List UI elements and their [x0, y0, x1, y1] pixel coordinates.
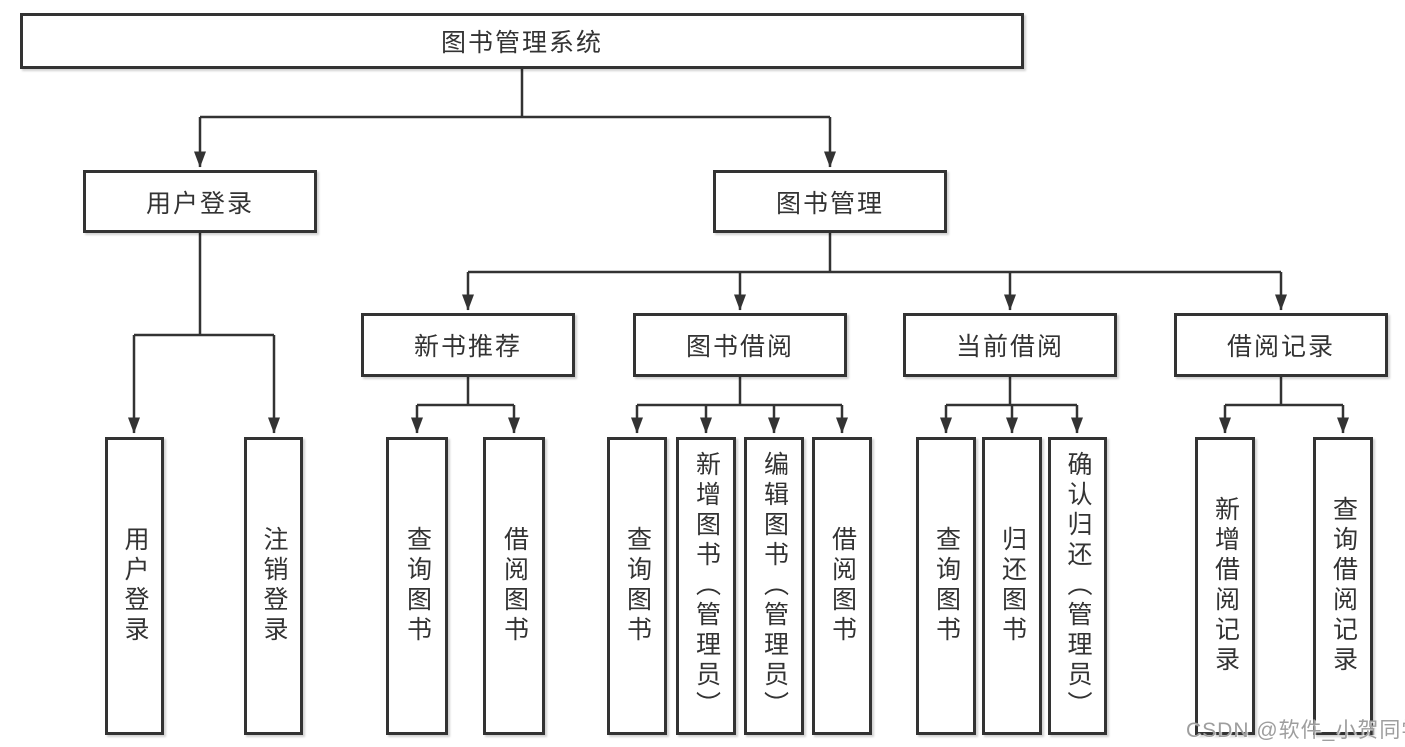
- node-new-book-recommend: 新书推荐: [361, 313, 575, 377]
- connector-new-book-recommend-children: [417, 377, 514, 407]
- leaf-borrow-books: 借阅图书: [812, 437, 872, 735]
- leaf-logout: 注销登录: [244, 437, 303, 735]
- leaf-query-borrow-record: 查询借阅记录: [1313, 437, 1373, 735]
- node-user-login: 用户登录: [83, 170, 317, 233]
- node-label: 归还图书: [998, 526, 1027, 646]
- node-label: 借阅记录: [1226, 333, 1335, 361]
- node-label: 确认归还（管理员）: [1064, 451, 1092, 721]
- connector-current-borrow-children: [946, 377, 1077, 407]
- node-label: 当前借阅: [955, 333, 1064, 361]
- node-label: 查询图书: [932, 526, 961, 646]
- leaf-query-books-current: 查询图书: [916, 437, 976, 735]
- node-label: 借阅图书: [500, 526, 529, 646]
- node-label: 用户登录: [121, 526, 149, 646]
- leaf-confirm-return-admin: 确认归还（管理员）: [1048, 437, 1107, 735]
- connector-book-management-children: [468, 233, 1281, 274]
- node-label: 新增借阅记录: [1211, 496, 1240, 676]
- connector-borrow-records-children: [1225, 377, 1343, 407]
- node-label: 图书借阅: [685, 333, 794, 361]
- connector-root-to-level1: [200, 69, 830, 119]
- connector-book-borrow-children: [637, 377, 842, 407]
- leaf-add-books-admin: 新增图书（管理员）: [676, 437, 736, 735]
- node-label: 查询图书: [403, 526, 432, 646]
- node-label: 新书推荐: [413, 333, 522, 361]
- node-label: 图书管理: [775, 189, 884, 218]
- node-label: 用户登录: [145, 189, 254, 218]
- node-label: 查询图书: [623, 526, 652, 646]
- node-current-borrow: 当前借阅: [903, 313, 1117, 377]
- node-label: 新增图书（管理员）: [692, 451, 721, 721]
- leaf-query-books-borrow: 查询图书: [607, 437, 667, 735]
- node-label: 查询借阅记录: [1329, 496, 1358, 676]
- csdn-watermark: CSDN @软件_小贺同学: [1186, 719, 1405, 742]
- node-book-borrow: 图书借阅: [633, 313, 847, 377]
- node-label: 借阅图书: [828, 526, 857, 646]
- connector-user-login-children: [134, 233, 274, 337]
- leaf-add-borrow-record: 新增借阅记录: [1195, 437, 1255, 735]
- leaf-query-books-recommend: 查询图书: [386, 437, 448, 735]
- node-borrow-records: 借阅记录: [1174, 313, 1388, 377]
- node-label: 注销登录: [260, 526, 288, 646]
- node-book-management: 图书管理: [713, 170, 947, 233]
- leaf-borrow-books-recommend: 借阅图书: [483, 437, 545, 735]
- leaf-edit-books-admin: 编辑图书（管理员）: [744, 437, 804, 735]
- leaf-user-login: 用户登录: [105, 437, 164, 735]
- node-library-management-system: 图书管理系统: [20, 13, 1024, 69]
- node-label: 编辑图书（管理员）: [760, 451, 789, 721]
- leaf-return-books: 归还图书: [982, 437, 1042, 735]
- node-label: 图书管理系统: [440, 29, 603, 57]
